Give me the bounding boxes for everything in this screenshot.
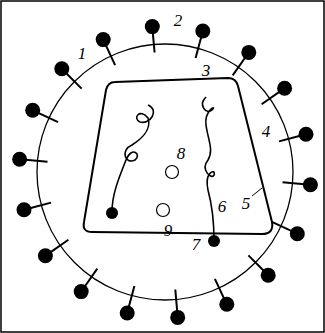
callout-number: 2 — [174, 12, 183, 29]
nucleic-acid-strand — [203, 97, 215, 240]
strand-end — [106, 207, 118, 219]
callout-number: 4 — [262, 123, 271, 140]
nucleic-acid-strand — [112, 105, 153, 212]
callout-number: 7 — [192, 236, 201, 253]
callout-number: 8 — [177, 145, 186, 162]
callout-number: 9 — [164, 222, 173, 239]
capsid — [84, 78, 273, 234]
enzyme-particle — [157, 204, 170, 217]
callout-number: 6 — [218, 198, 227, 215]
callout-number: 5 — [242, 195, 251, 212]
enzyme-particle — [166, 166, 179, 179]
strand-end — [208, 235, 220, 247]
leader-line — [252, 188, 262, 196]
callout-number: 3 — [202, 62, 211, 79]
envelope — [37, 44, 293, 300]
spike-stalks — [26, 33, 305, 312]
callout-number: 1 — [78, 45, 87, 62]
spike-heads — [12, 19, 318, 325]
